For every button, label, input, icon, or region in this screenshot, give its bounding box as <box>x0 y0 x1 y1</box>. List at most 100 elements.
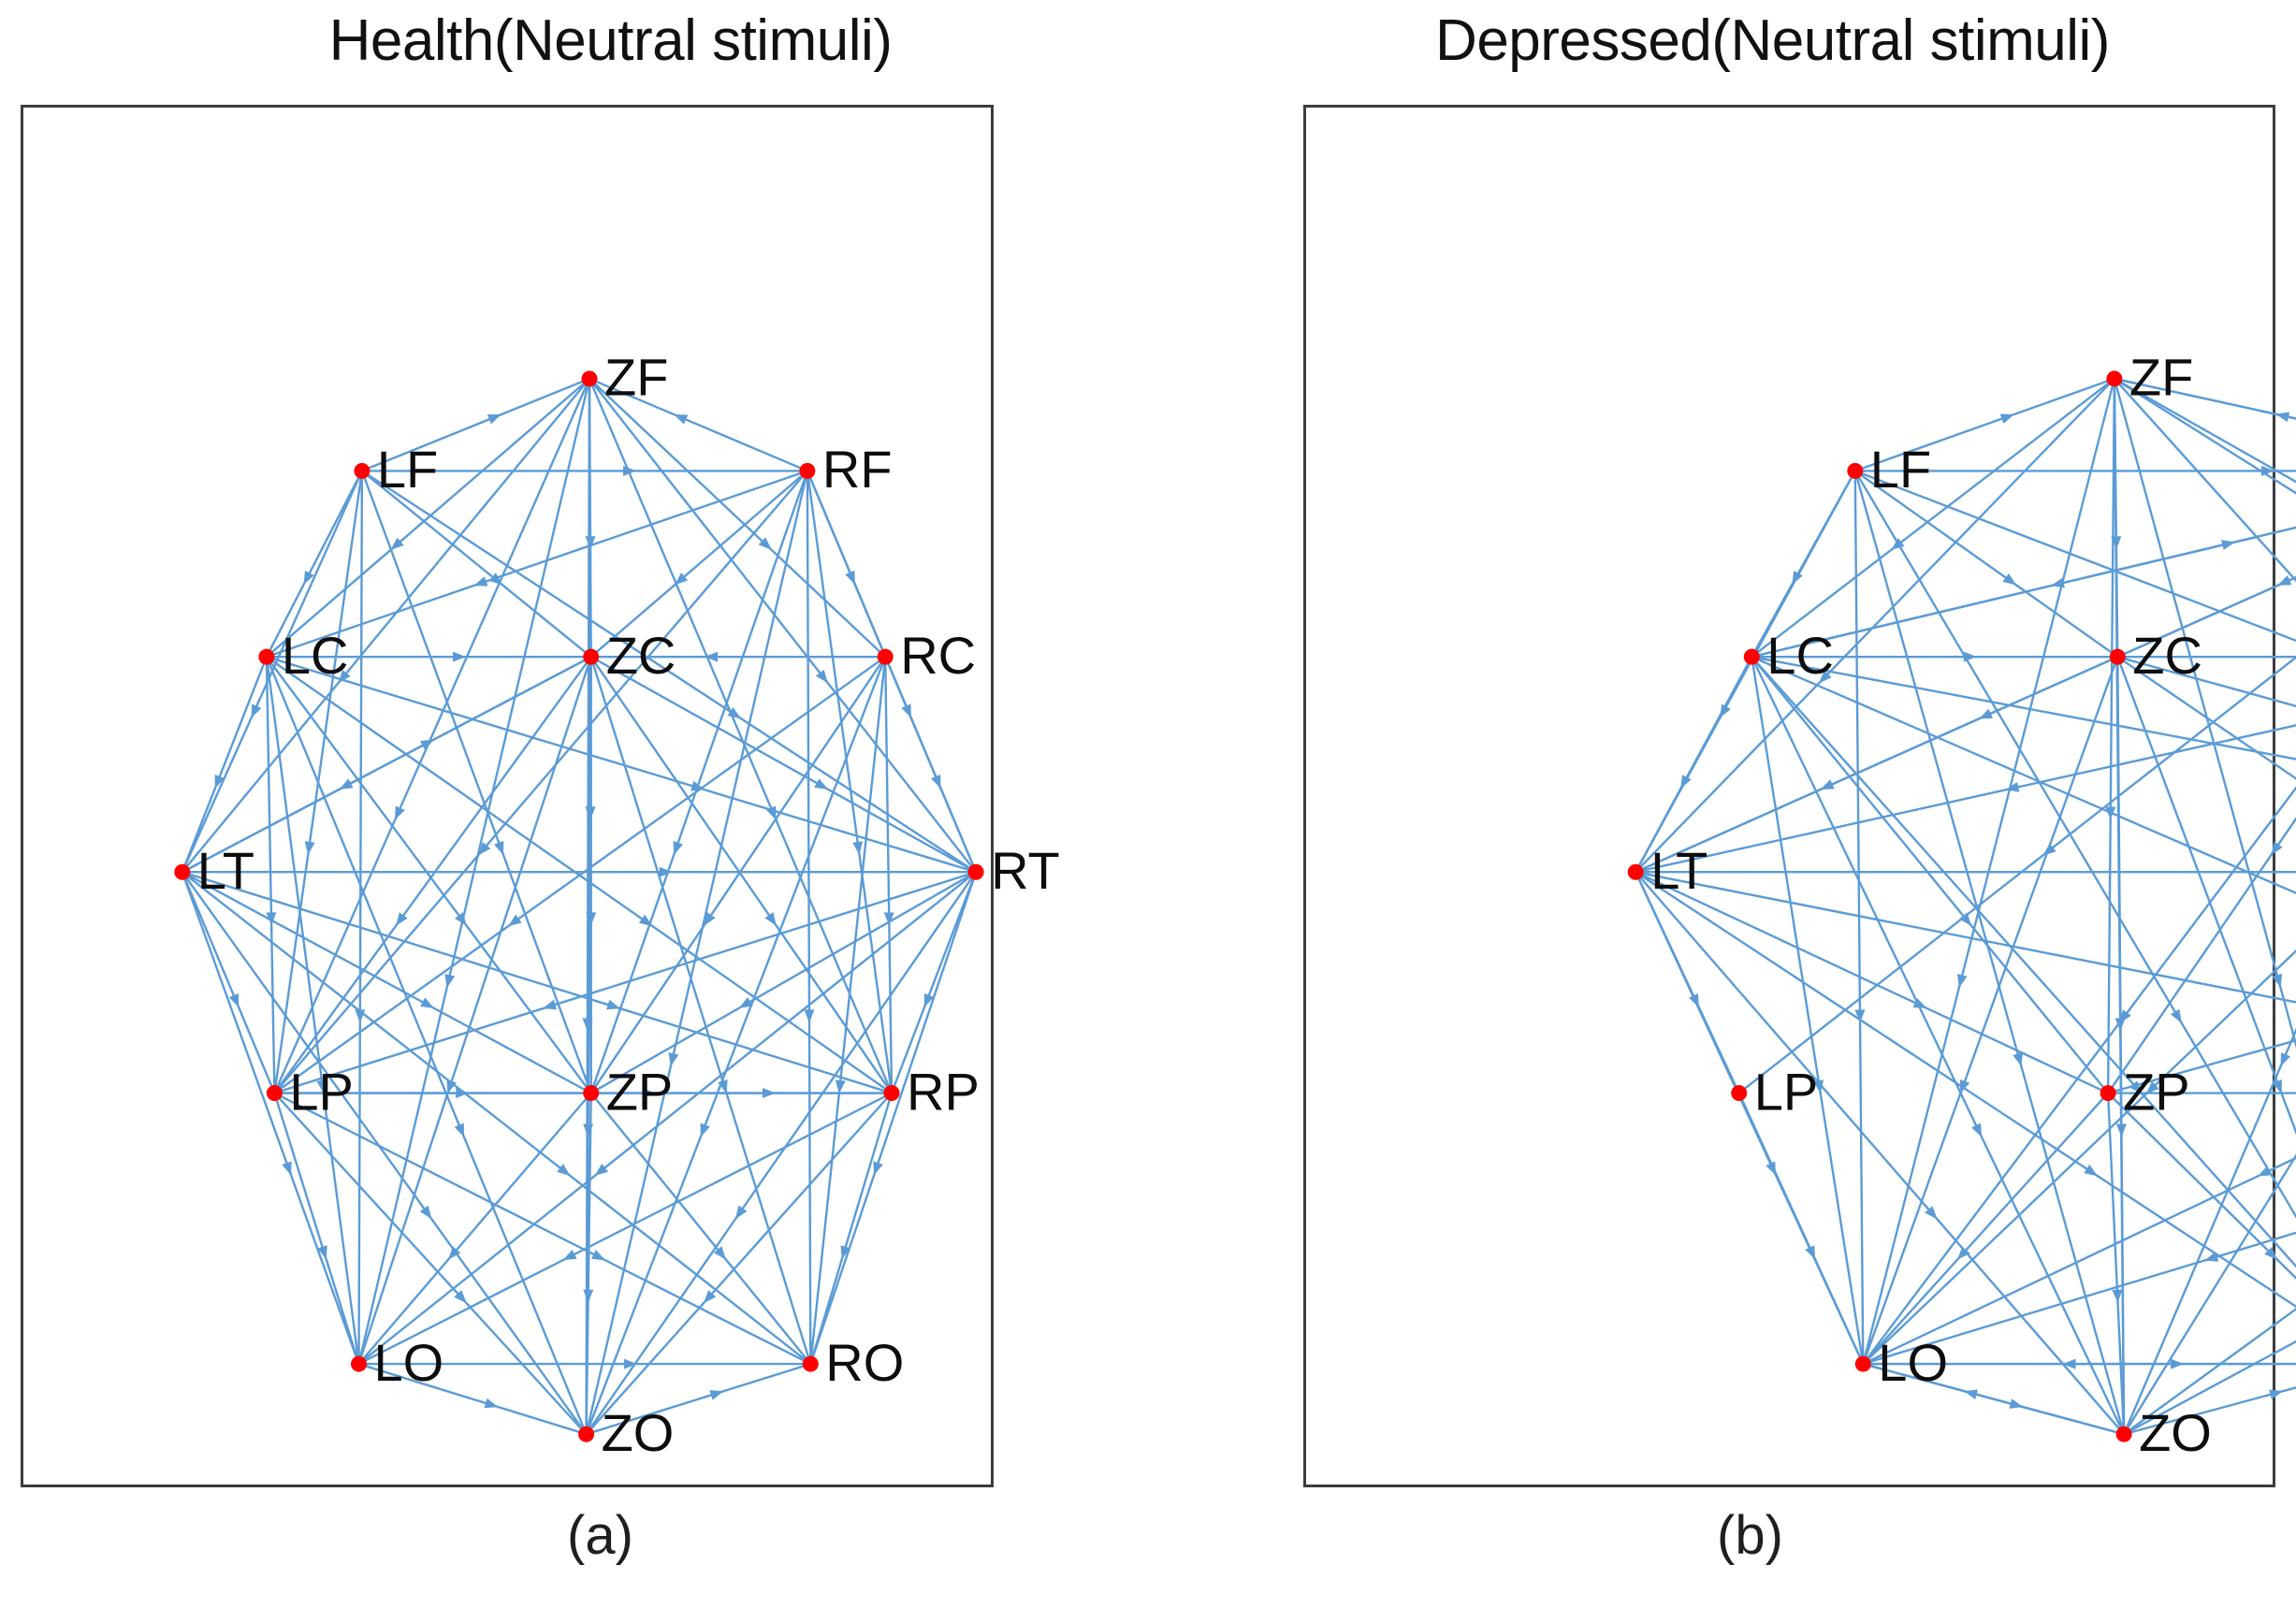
graph-edge <box>1864 663 2116 1357</box>
edge-arrowhead <box>923 992 935 1007</box>
edge-arrowhead <box>508 914 522 927</box>
graph-edge <box>368 380 584 470</box>
edge-arrowhead <box>703 1290 717 1304</box>
edge-arrowhead <box>659 866 673 877</box>
edge-arrowhead <box>2013 1052 2023 1067</box>
node-zf-dot[interactable] <box>581 370 598 387</box>
node-lo-dot[interactable] <box>1854 1355 1871 1372</box>
graph-edge <box>183 878 273 1087</box>
edge-arrowhead <box>543 999 558 1010</box>
node-lp-dot[interactable] <box>266 1085 283 1102</box>
edge-arrowhead <box>873 1161 883 1176</box>
edge-arrowhead <box>395 805 405 820</box>
node-lt-dot[interactable] <box>1627 863 1644 880</box>
edge-arrowhead <box>852 841 864 855</box>
node-rf-dot[interactable] <box>799 462 816 479</box>
edge-arrowhead <box>2221 540 2235 550</box>
node-lp-dot[interactable] <box>1731 1085 1748 1102</box>
node-lo-label: LO <box>1878 1333 1948 1392</box>
panel-a-caption: (a) <box>567 1505 633 1566</box>
node-zp-label: ZP <box>2123 1062 2190 1121</box>
graph-edge <box>1641 875 2296 1309</box>
edge-arrowhead <box>303 570 314 585</box>
edge-arrowhead <box>562 1249 577 1261</box>
graph-edge <box>1869 1231 2296 1363</box>
graph-edge <box>1755 661 2296 1268</box>
edge-arrowhead <box>448 1246 461 1260</box>
graph-edge <box>1867 786 2296 1359</box>
graph-edge <box>1855 477 2124 1427</box>
edge-arrowhead <box>454 1123 465 1137</box>
edge-arrowhead <box>814 778 829 790</box>
edge-arrowhead <box>420 997 434 1008</box>
edge-arrowhead <box>883 912 894 926</box>
edge-arrowhead <box>282 1161 292 1176</box>
graph-edge <box>278 475 804 1089</box>
edge-arrowhead <box>2005 781 2020 792</box>
graph-edge <box>273 658 969 872</box>
edge-arrowhead <box>594 1164 609 1177</box>
edge-arrowhead <box>734 1205 748 1220</box>
panel-a-title: Health(Neutral stimuli) <box>328 8 893 73</box>
graph-edge <box>364 876 971 1361</box>
edge-arrowhead <box>317 1245 327 1260</box>
node-zc-dot[interactable] <box>2109 648 2126 665</box>
edge-arrowhead <box>1963 651 1977 662</box>
node-lc-dot[interactable] <box>258 648 275 665</box>
graph-edge <box>2120 382 2296 495</box>
graph-edge <box>1642 872 2296 1004</box>
graph-edge <box>587 477 807 1427</box>
graph-edge <box>1642 724 2296 872</box>
edge-arrowhead <box>1964 1389 1979 1400</box>
edge-arrowhead <box>840 1245 851 1260</box>
graph-edge <box>269 476 360 651</box>
edge-arrowhead <box>214 774 225 790</box>
graph-edge <box>1751 663 1864 1357</box>
node-zp-dot[interactable] <box>2100 1085 2116 1102</box>
graph-edge <box>363 477 590 1087</box>
node-zo-dot[interactable] <box>2115 1426 2132 1442</box>
edge-arrowhead <box>727 706 742 719</box>
edge-arrowhead <box>2002 572 2017 586</box>
node-rf-label: RF <box>822 440 893 499</box>
node-rp-dot[interactable] <box>883 1085 900 1102</box>
node-lo-dot[interactable] <box>351 1355 367 1372</box>
edge-arrowhead <box>446 1079 458 1094</box>
graph-edge <box>2107 1100 2125 1427</box>
edge-arrowhead <box>2119 1009 2131 1023</box>
edge-arrowhead <box>1912 998 1927 1008</box>
edge-arrowhead <box>2112 1289 2123 1303</box>
node-zp-dot[interactable] <box>583 1085 600 1102</box>
node-lf-dot[interactable] <box>1847 462 1864 479</box>
graph-edge <box>2112 1097 2296 1281</box>
edge-arrowhead <box>487 414 501 425</box>
edge-arrowhead <box>590 1249 605 1261</box>
edge-arrowhead <box>304 841 315 855</box>
node-ro-dot[interactable] <box>802 1355 819 1372</box>
graph-edge <box>281 873 969 1093</box>
graph-edge <box>2118 663 2296 1136</box>
node-lo-label: LO <box>374 1333 444 1392</box>
node-zo-dot[interactable] <box>578 1426 595 1442</box>
graph-edge <box>594 662 889 1088</box>
node-zf-dot[interactable] <box>2106 370 2123 387</box>
edge-arrowhead <box>1813 1079 1824 1094</box>
edge-arrowhead <box>1959 912 1972 926</box>
node-lt-dot[interactable] <box>174 863 191 880</box>
graph-edge <box>1744 656 2296 1090</box>
graph-edge <box>280 1095 805 1362</box>
graph-edge <box>1861 472 2296 643</box>
graph-edge <box>2111 817 2296 1088</box>
edge-arrowhead <box>738 997 753 1008</box>
node-zc-dot[interactable] <box>583 648 600 665</box>
graph-edge <box>1641 874 2102 1092</box>
node-rc-dot[interactable] <box>877 648 894 665</box>
graph-edge <box>1642 659 2112 871</box>
edge-arrowhead <box>764 912 777 926</box>
node-lf-dot[interactable] <box>354 462 371 479</box>
node-lc-dot[interactable] <box>1743 648 1760 665</box>
node-rt-dot[interactable] <box>967 863 984 880</box>
graph-edge <box>1867 949 2296 1360</box>
panel-b-title: Depressed(Neutral stimuli) <box>1435 8 2110 73</box>
